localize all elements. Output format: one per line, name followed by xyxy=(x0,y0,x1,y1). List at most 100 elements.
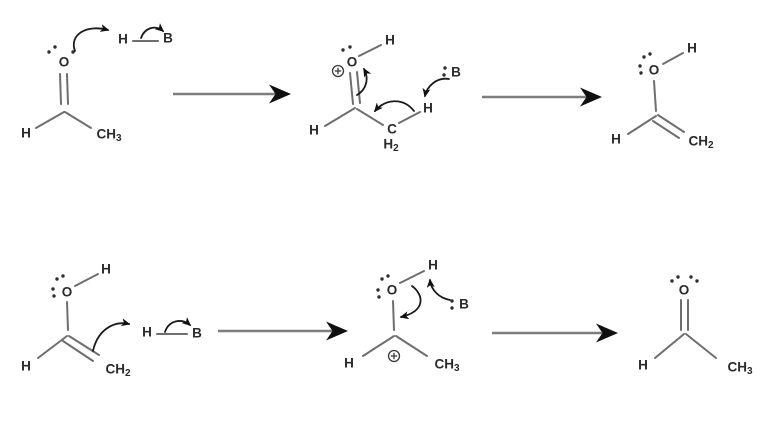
lone-pair-dot xyxy=(348,45,352,49)
bond-C-H xyxy=(627,115,657,135)
lone-pair-dot xyxy=(638,64,642,68)
reaction-arrow xyxy=(218,321,348,341)
H-label: H xyxy=(21,359,31,374)
H-label: H xyxy=(611,132,621,147)
CH2-label: CH2 xyxy=(688,134,714,151)
curved-arrow-pi-to-O xyxy=(356,67,372,96)
H-label: H xyxy=(309,123,319,138)
O-label: O xyxy=(387,283,398,298)
O-label: O xyxy=(347,55,358,70)
curved-arrow-B-to-H xyxy=(426,278,451,301)
bond-C-CH3 xyxy=(395,335,428,357)
base-B-label: B xyxy=(459,297,469,312)
bond-O-H xyxy=(399,270,425,284)
curved-arrow-B-to-H xyxy=(422,77,450,98)
enol-product: O H H CH2 xyxy=(611,41,714,151)
CH3-label: CH3 xyxy=(96,127,122,144)
lone-pair-dot xyxy=(53,45,57,49)
lone-pair-dot xyxy=(377,295,381,299)
curved-arrow-pi-to-H xyxy=(92,318,131,352)
CH2-label: CH2 xyxy=(105,362,131,379)
plus-charge xyxy=(387,349,401,363)
curved-arrow-OH-to-CO xyxy=(399,285,422,320)
lone-pair-dot xyxy=(443,66,447,70)
lone-pair-dot xyxy=(639,71,643,75)
lone-pair-dot xyxy=(642,55,646,59)
bond-C-C-double-1 xyxy=(68,335,100,356)
OH-H-label: H xyxy=(687,41,697,56)
bond-C-H xyxy=(654,333,685,359)
H-label: H xyxy=(638,358,648,373)
bond-C-O-double-2 xyxy=(66,73,69,105)
plus-charge xyxy=(331,64,345,78)
O-label: O xyxy=(649,63,660,78)
bond-C-H xyxy=(324,107,356,127)
lone-pair-dot xyxy=(450,299,454,303)
reaction-arrow-1 xyxy=(173,84,291,104)
curved-arrow-lonepair-to-H xyxy=(72,24,110,52)
H-label: H xyxy=(344,356,354,371)
OH-H-label: H xyxy=(385,33,395,48)
reaction-arrow-3 xyxy=(218,321,348,341)
bond-C-C-double-1 xyxy=(657,114,685,133)
curved-arrow-HB-bond-to-B xyxy=(140,23,165,39)
H-label: H xyxy=(21,126,31,141)
reaction-arrow-2 xyxy=(482,87,602,107)
lone-pair-dot xyxy=(676,275,680,279)
O-label: O xyxy=(59,55,70,70)
acetaldehyde-with-acid-HB: O H CH3 H B xyxy=(21,23,173,144)
lone-pair-dot xyxy=(689,275,693,279)
protonated-oxocarbenium-with-base: H O H CH2 H B xyxy=(309,33,461,154)
bond-O-H xyxy=(74,273,99,287)
C-label: C xyxy=(387,122,397,137)
protonated-intermediate-with-base: H O H CH3 B xyxy=(344,258,469,374)
bond-C-O-double-1 xyxy=(59,73,62,105)
bond-O-C xyxy=(653,80,657,112)
bond-C-O-double-1 xyxy=(349,72,354,105)
lone-pair-dot xyxy=(47,50,51,54)
bond-O-C xyxy=(392,300,395,331)
bond-C-Halpha xyxy=(398,111,421,124)
acid-B-label: B xyxy=(163,31,173,46)
bond-C-CH3 xyxy=(685,333,717,359)
lone-pair-dot xyxy=(341,48,345,52)
lone-pair-dot xyxy=(648,52,652,56)
curved-arrow-HB-bond-to-B xyxy=(164,317,192,333)
lone-pair-dot xyxy=(386,274,390,278)
reaction-arrow-4 xyxy=(492,323,618,343)
bond-C-H xyxy=(362,335,395,357)
CH3-label: CH3 xyxy=(434,357,460,374)
bond-C-O-double-2 xyxy=(356,71,361,104)
OH-H-label: H xyxy=(101,262,111,277)
bond-O-H xyxy=(662,52,684,65)
reaction-arrow xyxy=(173,84,291,104)
lone-pair-dot xyxy=(71,50,75,54)
acid-H-label: H xyxy=(142,325,152,340)
bond-C-C-double-2 xyxy=(652,120,680,139)
base-B-label: B xyxy=(451,65,461,80)
H2-label: H2 xyxy=(383,137,399,154)
acid-B-label: B xyxy=(192,326,202,341)
lone-pair-dot xyxy=(52,294,56,298)
lone-pair-dot xyxy=(51,287,55,291)
bond-O-C xyxy=(66,301,69,331)
reaction-arrow xyxy=(482,87,602,107)
reaction-arrow xyxy=(492,323,618,343)
lone-pair-dot xyxy=(670,279,674,283)
lone-pair-dot xyxy=(450,306,454,310)
acid-H-label: H xyxy=(118,32,128,47)
bond-C-C-double-2 xyxy=(62,340,94,362)
alpha-H-label: H xyxy=(423,101,433,116)
lone-pair-dot xyxy=(61,274,65,278)
bond-O-H xyxy=(358,44,382,57)
bond-C-H xyxy=(35,111,65,129)
curved-arrow-CH-to-CC xyxy=(374,100,415,113)
lone-pair-dot xyxy=(55,277,59,281)
lone-pair-dot xyxy=(695,279,699,283)
bond-C-C xyxy=(356,108,384,126)
OH-H-label: H xyxy=(428,258,438,273)
bond-C-H xyxy=(37,335,68,359)
